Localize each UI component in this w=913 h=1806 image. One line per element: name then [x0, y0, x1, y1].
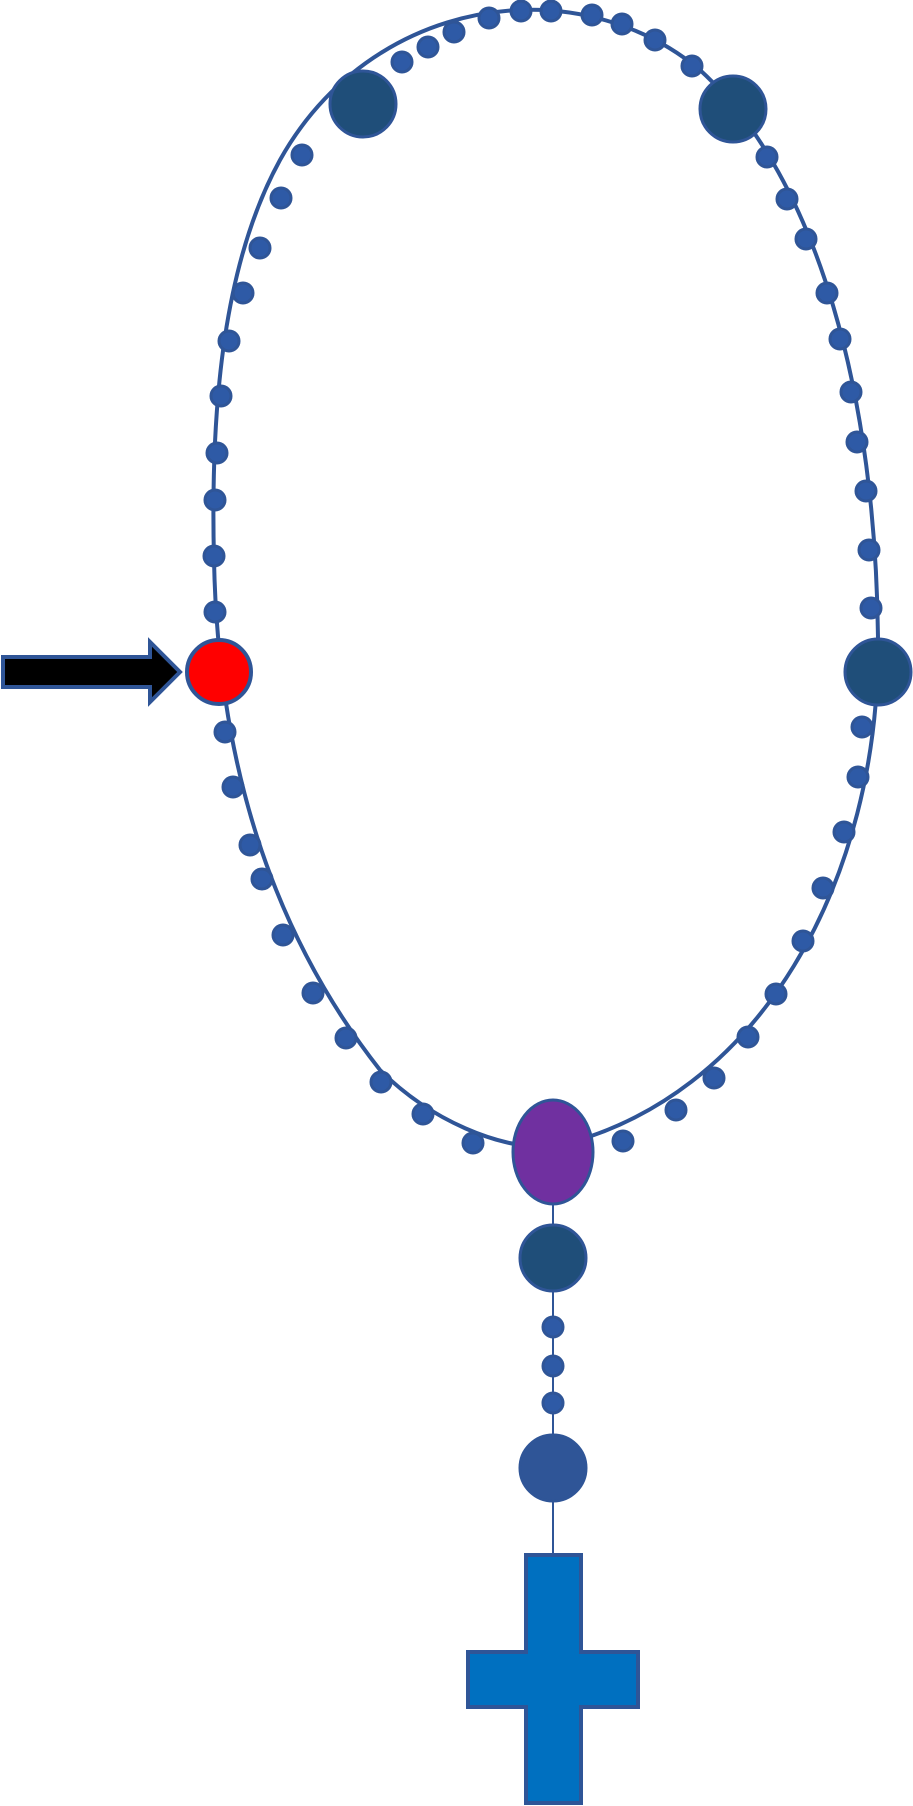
- small-bead: [815, 281, 839, 305]
- small-bead: [271, 923, 295, 947]
- pendant-large-bead: [518, 1433, 588, 1503]
- small-bead: [611, 1129, 635, 1153]
- small-bead: [461, 1131, 485, 1155]
- small-bead: [755, 145, 779, 169]
- small-bead: [839, 380, 863, 404]
- small-bead: [205, 441, 229, 465]
- small-bead: [203, 600, 227, 624]
- small-bead: [580, 3, 604, 27]
- small-bead: [416, 35, 440, 59]
- cross-icon: [466, 1553, 640, 1805]
- small-bead: [846, 765, 870, 789]
- small-bead: [477, 6, 501, 30]
- small-bead: [736, 1025, 760, 1049]
- small-bead: [301, 981, 325, 1005]
- pendant-small-bead: [541, 1315, 565, 1339]
- small-bead: [857, 538, 881, 562]
- arrow-right-icon: [1, 637, 183, 707]
- rosary-loop-chain: [211, 7, 881, 1150]
- small-bead: [213, 720, 237, 744]
- pendant-small-bead: [541, 1391, 565, 1415]
- small-beads-group: [202, 0, 883, 1415]
- large-beads-group: [328, 69, 913, 1503]
- small-bead: [390, 50, 414, 74]
- pendant-large-bead: [518, 1223, 588, 1293]
- small-bead: [411, 1102, 435, 1126]
- large-bead: [328, 69, 398, 139]
- small-bead: [828, 327, 852, 351]
- small-bead: [202, 544, 226, 568]
- small-bead: [209, 384, 233, 408]
- small-bead: [764, 982, 788, 1006]
- centerpiece-medal: [511, 1098, 595, 1206]
- small-bead: [217, 329, 241, 353]
- small-bead: [269, 186, 293, 210]
- small-bead: [369, 1070, 393, 1094]
- small-bead: [442, 20, 466, 44]
- pendant-small-bead: [541, 1354, 565, 1378]
- small-bead: [680, 54, 704, 78]
- small-bead: [221, 775, 245, 799]
- small-bead: [845, 430, 869, 454]
- small-bead: [610, 12, 634, 36]
- small-bead: [334, 1026, 358, 1050]
- small-bead: [791, 929, 815, 953]
- small-bead: [664, 1098, 688, 1122]
- small-bead: [850, 715, 874, 739]
- small-bead: [702, 1066, 726, 1090]
- small-bead: [509, 0, 533, 23]
- small-bead: [539, 0, 563, 23]
- small-bead: [794, 227, 818, 251]
- small-bead: [859, 596, 883, 620]
- small-bead: [248, 236, 272, 260]
- small-bead: [238, 833, 262, 857]
- small-bead: [203, 488, 227, 512]
- small-bead: [775, 187, 799, 211]
- current-bead-highlight: [185, 638, 253, 706]
- small-bead: [854, 479, 878, 503]
- small-bead: [250, 867, 274, 891]
- small-bead: [643, 28, 667, 52]
- large-bead: [698, 74, 768, 144]
- small-bead: [811, 876, 835, 900]
- large-bead: [843, 637, 913, 707]
- small-bead: [290, 143, 314, 167]
- small-bead: [231, 281, 255, 305]
- small-bead: [832, 820, 856, 844]
